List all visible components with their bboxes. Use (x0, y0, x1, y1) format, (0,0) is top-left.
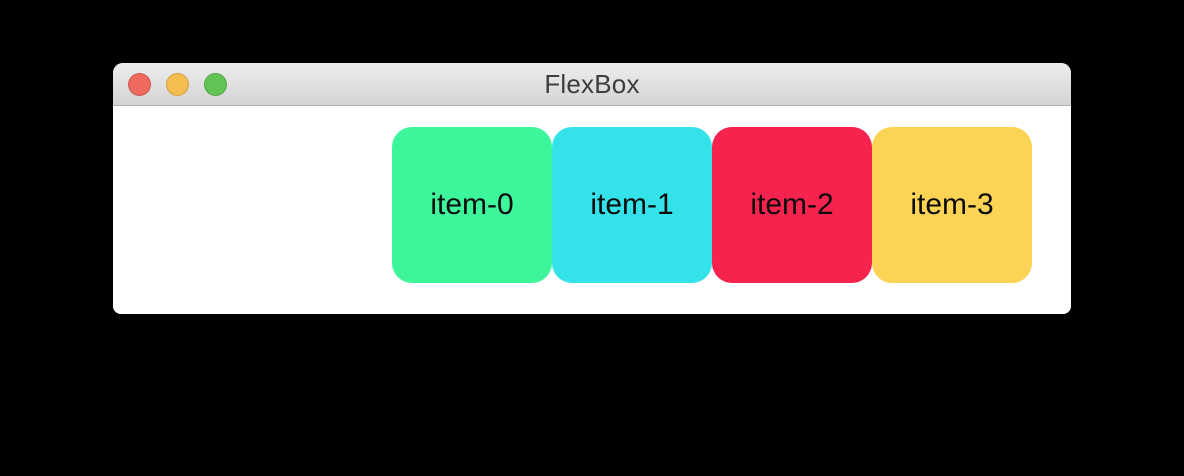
window-title: FlexBox (544, 68, 640, 99)
window-titlebar[interactable]: FlexBox (113, 63, 1071, 106)
flex-container: item-0 item-1 item-2 item-3 (113, 106, 1071, 314)
flex-item-2-label: item-2 (750, 188, 834, 221)
flex-item-2: item-2 (712, 127, 872, 283)
flex-item-0-label: item-0 (430, 188, 514, 221)
flex-item-3: item-3 (872, 127, 1032, 283)
zoom-button[interactable] (204, 72, 227, 96)
flex-item-3-label: item-3 (910, 188, 994, 221)
flexbox-window: FlexBox item-0 item-1 item-2 item-3 (113, 63, 1071, 314)
flex-item-1: item-1 (552, 127, 712, 283)
flex-item-0: item-0 (392, 127, 552, 283)
close-button[interactable] (128, 72, 151, 96)
traffic-lights (128, 63, 227, 105)
flex-item-1-label: item-1 (590, 188, 674, 221)
minimize-button[interactable] (166, 72, 189, 96)
